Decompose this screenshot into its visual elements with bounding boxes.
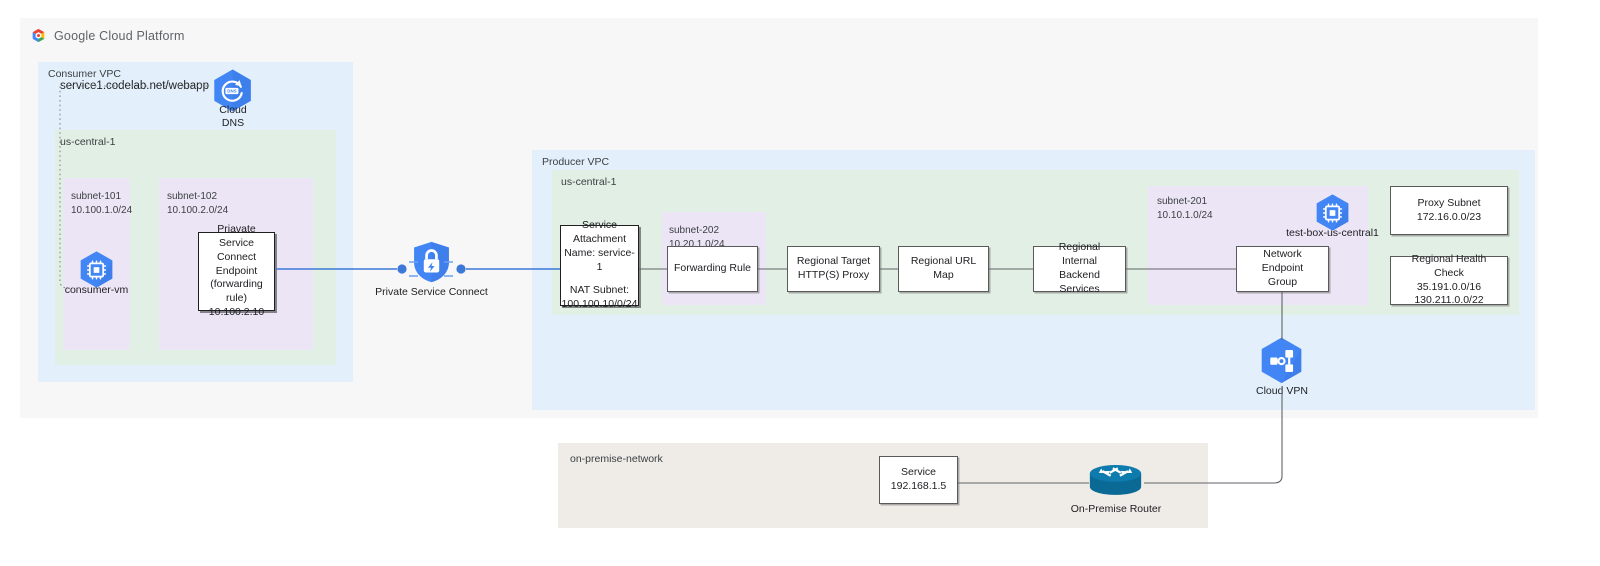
service-attachment-line4: NAT Subnet: [569,283,630,296]
dns-record-text: service1.codelab.net/webapp [60,80,209,92]
service-attachment-box[interactable]: Service Attachment Name: service-1 NAT S… [558,219,642,310]
subnet-202-name: subnet-202 [669,225,720,236]
regional-backend-line2: Backend Services [1059,269,1100,295]
service-attachment-line1: Service [581,219,617,232]
test-box-label: test-box-us-central1 [1286,227,1379,239]
private-service-connect-label: Private Service Connect [375,286,488,298]
subnet-101-cidr: 10.100.1.0/24 [71,204,133,216]
gcp-logo-icon [32,28,45,43]
regional-health-check-box[interactable]: Regional Health Check 35.191.0.0/16 130.… [1390,252,1508,307]
forwarding-rule-label: Forwarding Rule [673,262,752,275]
proxy-subnet-line1: Proxy Subnet [1417,196,1481,209]
proxy-subnet-line2: 172.16.0.0/23 [1416,210,1482,223]
forwarding-rule-box[interactable]: Forwarding Rule [667,246,758,292]
private-service-connect-node[interactable] [411,240,452,289]
regional-target-proxy-box[interactable]: Regional Target HTTP(S) Proxy [787,246,880,292]
subnet-101-label: subnet-101 10.100.1.0/24 [71,190,132,217]
subnet-101-name: subnet-101 [71,191,122,202]
regional-target-proxy-line1: Regional Target [796,255,871,268]
psc-endpoint-line2: Connect Endpoint [215,250,258,277]
subnet-202-label: subnet-202 10.20.1.0/24 [669,224,725,251]
psc-endpoint-line3: (forwarding rule) [210,278,263,305]
regional-url-map-label: Regional URL Map [910,255,977,281]
svg-text:DNS: DNS [227,89,236,94]
regional-internal-backend-services-box[interactable]: Regional Internal Backend Services [1033,241,1126,295]
on-premise-router-node[interactable] [1087,461,1144,506]
psc-endpoint-line1: Priavate Service [217,223,256,249]
consumer-region-label: us-central-1 [60,136,116,148]
test-box-node[interactable] [1312,193,1353,238]
on-premise-network-label: on-premise-network [570,453,663,465]
regional-target-proxy-line2: HTTP(S) Proxy [797,269,870,281]
health-check-line3: 130.211.0.0/22 [1414,294,1484,307]
cloud-dns-node[interactable]: DNS [209,68,256,119]
producer-vpc-label: Producer VPC [542,156,610,168]
onprem-service-line2: 192.168.1.5 [890,480,947,492]
on-premise-router-label: On-Premise Router [1070,503,1162,515]
network-endpoint-group-line2: Group [1267,275,1298,288]
psc-endpoint-line4: 10.100.2.10 [208,306,265,319]
regional-backend-line1: Regional Internal [1058,241,1101,268]
subnet-102-cidr: 10.100.2.0/24 [167,204,229,216]
compute-engine-icon [1316,194,1349,231]
subnet-202-cidr: 10.20.1.0/24 [669,238,725,250]
service-attachment-line2: Attachment [572,233,627,246]
network-endpoint-group-box[interactable]: Network Endpoint Group [1236,246,1329,292]
cloud-vpn-node[interactable] [1256,336,1307,391]
health-check-line2: 35.191.0.0/16 [1416,280,1482,293]
on-premise-router-icon [1089,465,1142,495]
cloud-dns-icon: DNS [214,69,251,112]
consumer-vm-label: consumer-vm [64,284,129,296]
private-service-connect-icon [414,241,449,283]
onprem-service-line1: Service [900,466,936,479]
cloud-dns-label: Cloud DNS [193,104,273,130]
service-attachment-gap [558,275,642,284]
subnet-201-name: subnet-201 [1157,196,1208,207]
subnet-201-cidr: 10.10.1.0/24 [1157,209,1213,221]
subnet-102-label: subnet-102 10.100.2.0/24 [167,190,228,217]
cloud-vpn-label: Cloud VPN [1256,385,1308,397]
regional-url-map-box[interactable]: Regional URL Map [898,246,989,292]
network-endpoint-group-line1: Network Endpoint [1261,248,1304,275]
brand-label: Google Cloud Platform [54,28,185,43]
cloud-dns-label-line2: DNS [221,117,245,130]
psc-endpoint-box[interactable]: Priavate Service Connect Endpoint (forwa… [198,223,275,318]
health-check-line1: Regional Health Check [1411,252,1487,279]
consumer-vpc-label: Consumer VPC [48,68,121,80]
service-attachment-line3: Name: service-1 [564,247,635,273]
producer-region-label: us-central-1 [561,176,617,188]
cloud-vpn-icon [1261,337,1302,384]
subnet-201-label: subnet-201 10.10.1.0/24 [1157,195,1213,222]
subnet-102-name: subnet-102 [167,191,218,202]
brand: Google Cloud Platform [30,27,185,44]
proxy-subnet-box[interactable]: Proxy Subnet 172.16.0.0/23 [1390,186,1508,235]
service-attachment-line5: 100.100.10/0/24 [561,297,638,310]
onprem-service-box[interactable]: Service 192.168.1.5 [879,456,958,504]
cloud-dns-label-line1: Cloud [219,104,247,116]
